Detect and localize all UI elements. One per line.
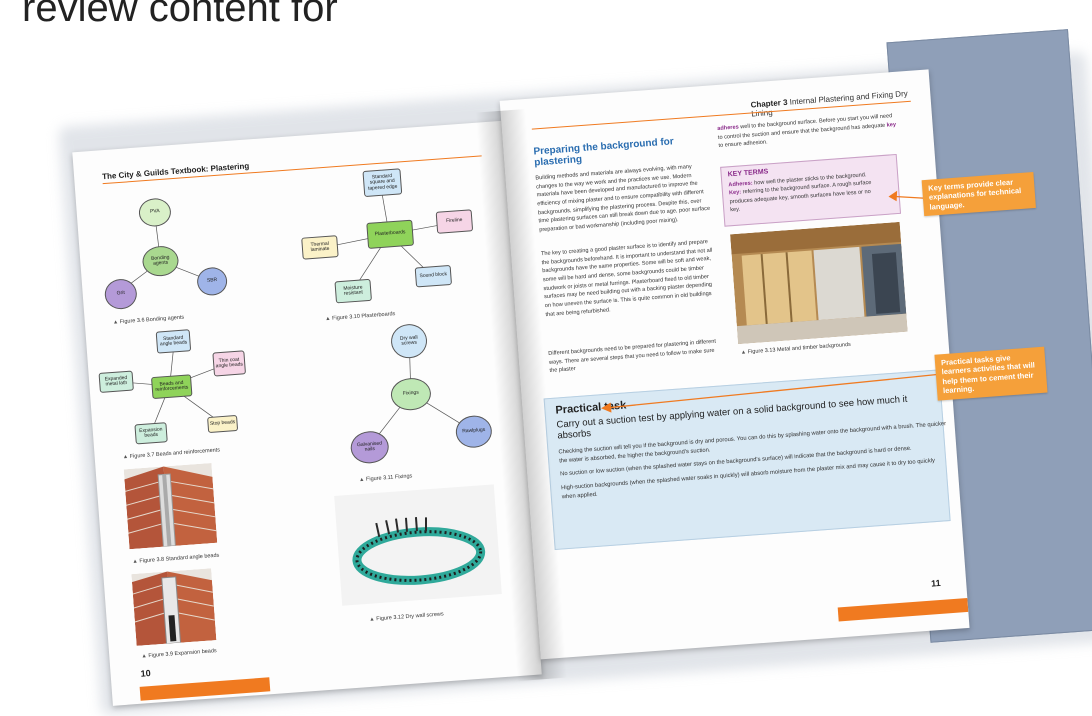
callout-arrows <box>601 190 936 413</box>
open-textbook: The City & Guilds Textbook: Plastering P… <box>58 29 1092 716</box>
page-heading: review content for <box>22 0 338 30</box>
callout-practical-tasks: Practical tasks give learners activities… <box>934 346 1048 401</box>
left-page: The City & Guilds Textbook: Plastering P… <box>72 120 542 706</box>
right-page: Chapter 3 Internal Plastering and Fixing… <box>499 69 970 660</box>
photo-metal-timber-backgrounds <box>730 221 908 345</box>
photo-standard-angle-beads <box>123 462 218 550</box>
photo-expansion-beads <box>131 568 217 646</box>
photo-dry-wall-screws <box>334 484 502 606</box>
